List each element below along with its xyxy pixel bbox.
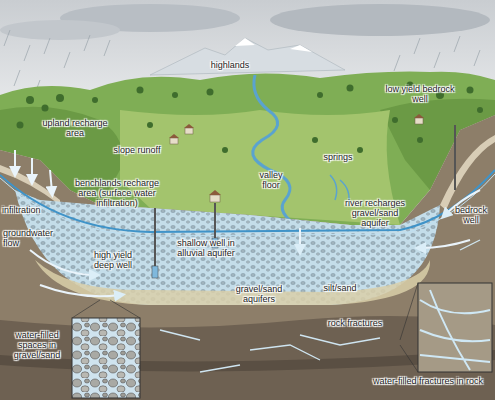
callout-label: low yield bedrock well <box>385 84 455 104</box>
houses <box>169 114 424 202</box>
cross-section <box>0 115 495 400</box>
callout-label: bedrock well <box>450 205 492 225</box>
callout-label: water-filled fractures in rock <box>372 376 484 386</box>
callout-label: silt/sand <box>316 283 364 293</box>
inset-fractures <box>400 283 492 372</box>
inset-gravel <box>72 300 140 398</box>
callout-label: springs <box>318 152 358 162</box>
callout-label: infiltration <box>2 205 60 215</box>
callout-label: shallow well in alluvial aquifer <box>165 238 247 258</box>
wells <box>152 125 455 278</box>
callout-label: benchlands recharge area (surface water … <box>72 178 162 208</box>
callout-label: high yield deep well <box>86 250 140 270</box>
callout-label: valley floor <box>250 170 292 190</box>
callout-label: slope runoff <box>113 145 161 155</box>
callout-label: gravel/sand aquifers <box>228 284 290 304</box>
callout-label: upland recharge area <box>40 118 110 138</box>
flow-arrows <box>15 150 480 296</box>
callout-label: highlands <box>200 60 260 70</box>
trees <box>17 82 484 154</box>
mountains <box>150 38 345 75</box>
callout-label: water-filled spaces in gravel/sand <box>6 330 68 360</box>
callout-label: rock fractures <box>322 318 388 328</box>
callout-label: river recharges gravel/sand aquifer <box>338 198 412 228</box>
callout-label: groundwater flow <box>3 228 61 248</box>
